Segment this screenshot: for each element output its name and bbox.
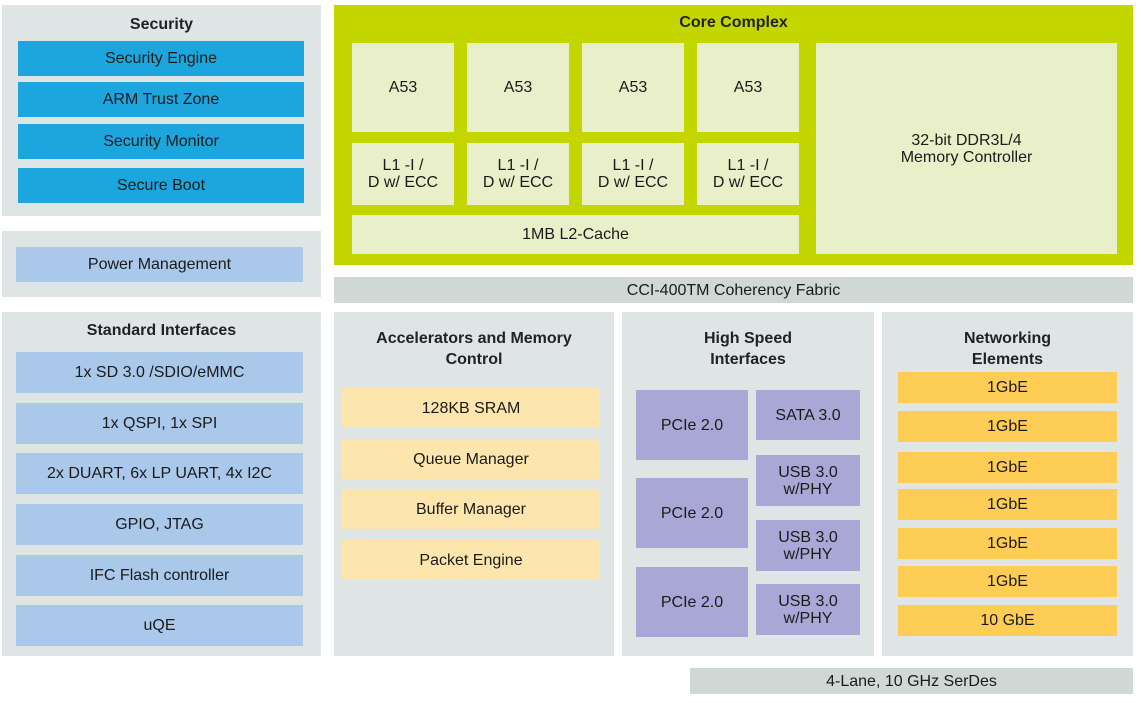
accelerators-title: Accelerators and Memory Control <box>334 328 614 370</box>
memory-controller-line2: Memory Controller <box>900 148 1033 166</box>
memory-controller-block: 32-bit DDR3L/4 Memory Controller <box>816 43 1117 254</box>
networking-title-line1: Networking <box>963 330 1052 347</box>
l1-cache-3-line2: D w/ ECC <box>597 174 669 191</box>
usb-block-3: USB 3.0 w/PHY <box>756 584 860 635</box>
networking-title-line2: Elements <box>971 351 1044 368</box>
usb-block-2-line2: w/PHY <box>783 545 833 563</box>
memory-controller-line1: 32-bit DDR3L/4 <box>911 131 1022 149</box>
high-speed-title-line1: High Speed <box>703 330 792 347</box>
sata-block: SATA 3.0 <box>756 390 860 440</box>
pcie-block-2: PCIe 2.0 <box>636 478 748 548</box>
networking-title: Networking Elements <box>882 328 1133 370</box>
secure-boot-block: Secure Boot <box>18 168 304 203</box>
usb-block-2: USB 3.0 w/PHY <box>756 520 860 571</box>
buffer-manager-block: Buffer Manager <box>342 489 600 529</box>
a53-core-3: A53 <box>582 43 684 132</box>
gbe-block-1: 1GbE <box>898 372 1117 403</box>
gbe-block-6: 1GbE <box>898 566 1117 597</box>
high-speed-title-line2: Interfaces <box>710 351 786 368</box>
sd-emmc-block: 1x SD 3.0 /SDIO/eMMC <box>16 352 303 393</box>
qspi-spi-block: 1x QSPI, 1x SPI <box>16 403 303 444</box>
pcie-block-3: PCIe 2.0 <box>636 567 748 637</box>
l1-cache-2: L1 -I / D w/ ECC <box>467 143 569 205</box>
power-management-block: Power Management <box>16 247 303 282</box>
a53-core-2: A53 <box>467 43 569 132</box>
gbe-block-5: 1GbE <box>898 528 1117 559</box>
sram-block: 128KB SRAM <box>342 388 600 428</box>
l1-cache-1-line2: D w/ ECC <box>367 174 439 191</box>
usb-block-3-line1: USB 3.0 <box>778 592 838 610</box>
a53-core-4: A53 <box>697 43 799 132</box>
l1-cache-2-line2: D w/ ECC <box>482 174 554 191</box>
security-monitor-block: Security Monitor <box>18 124 304 159</box>
high-speed-title: High Speed Interfaces <box>622 328 874 370</box>
gpio-jtag-block: GPIO, JTAG <box>16 504 303 545</box>
l1-cache-2-line1: L1 -I / <box>497 157 539 174</box>
serdes-bar: 4-Lane, 10 GHz SerDes <box>690 668 1133 694</box>
ten-gbe-block: 10 GbE <box>898 605 1117 636</box>
usb-block-1-line2: w/PHY <box>783 480 833 498</box>
power-panel: Power Management <box>2 231 321 297</box>
pcie-block-1: PCIe 2.0 <box>636 390 748 460</box>
l2-cache-block: 1MB L2-Cache <box>352 215 799 254</box>
accelerators-panel: Accelerators and Memory Control 128KB SR… <box>334 312 614 656</box>
security-title: Security <box>129 16 194 33</box>
l1-cache-1-line1: L1 -I / <box>382 157 424 174</box>
gbe-block-2: 1GbE <box>898 411 1117 442</box>
accelerators-title-line2: Control <box>445 351 503 368</box>
usb-block-1-line1: USB 3.0 <box>778 463 838 481</box>
networking-panel: Networking Elements 1GbE 1GbE 1GbE 1GbE … <box>882 312 1133 656</box>
l1-cache-4-line2: D w/ ECC <box>712 174 784 191</box>
ifc-flash-block: IFC Flash controller <box>16 555 303 596</box>
core-complex-title: Core Complex <box>679 14 788 31</box>
l1-cache-4: L1 -I / D w/ ECC <box>697 143 799 205</box>
gbe-block-4: 1GbE <box>898 489 1117 520</box>
security-engine-block: Security Engine <box>18 41 304 76</box>
l1-cache-1: L1 -I / D w/ ECC <box>352 143 454 205</box>
accelerators-title-line1: Accelerators and Memory <box>376 330 572 347</box>
coherency-fabric-bar: CCI-400TM Coherency Fabric <box>334 277 1133 303</box>
core-complex-panel: Core Complex A53 A53 A53 A53 L1 -I / D w… <box>334 5 1133 265</box>
queue-manager-block: Queue Manager <box>342 439 600 479</box>
usb-block-3-line2: w/PHY <box>783 609 833 627</box>
a53-core-1: A53 <box>352 43 454 132</box>
l1-cache-3: L1 -I / D w/ ECC <box>582 143 684 205</box>
l1-cache-3-line1: L1 -I / <box>612 157 654 174</box>
security-panel: Security Security Engine ARM Trust Zone … <box>2 5 321 216</box>
uqe-block: uQE <box>16 605 303 646</box>
standard-interfaces-panel: Standard Interfaces 1x SD 3.0 /SDIO/eMMC… <box>2 312 321 656</box>
gbe-block-3: 1GbE <box>898 452 1117 483</box>
uart-i2c-block: 2x DUART, 6x LP UART, 4x I2C <box>16 453 303 494</box>
high-speed-panel: High Speed Interfaces PCIe 2.0 PCIe 2.0 … <box>622 312 874 656</box>
packet-engine-block: Packet Engine <box>342 540 600 580</box>
standard-interfaces-title: Standard Interfaces <box>86 322 237 339</box>
usb-block-2-line1: USB 3.0 <box>778 528 838 546</box>
arm-trust-zone-block: ARM Trust Zone <box>18 82 304 117</box>
l1-cache-4-line1: L1 -I / <box>727 157 769 174</box>
usb-block-1: USB 3.0 w/PHY <box>756 455 860 506</box>
